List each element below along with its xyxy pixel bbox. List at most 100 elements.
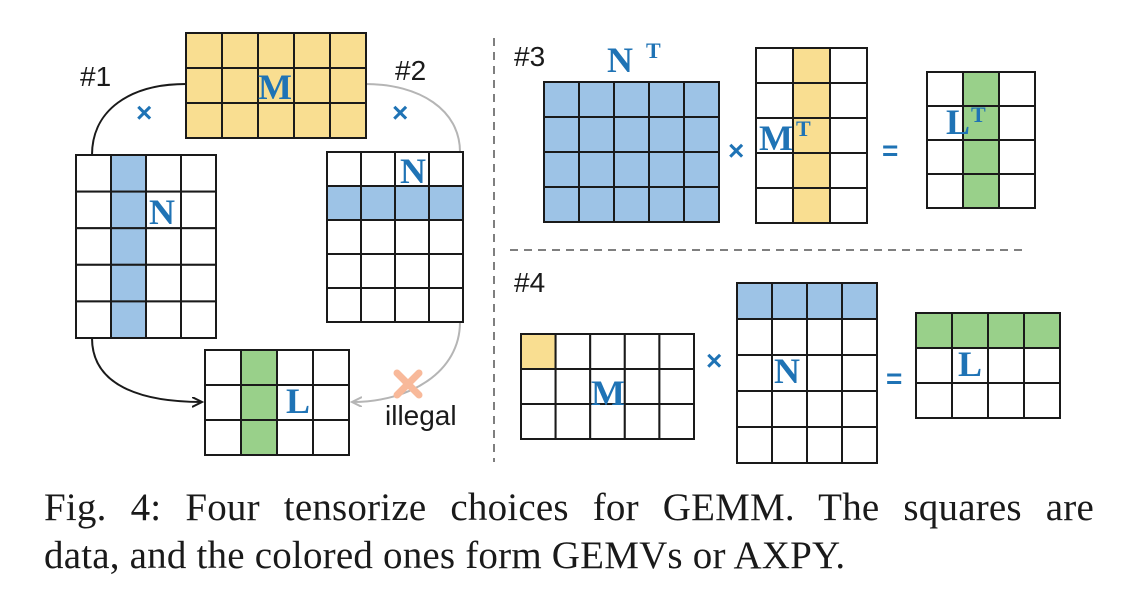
- grid-cell: [221, 32, 259, 69]
- grid-cell: [360, 151, 396, 187]
- grid-cell: [962, 173, 1000, 209]
- illegal-cross-icon: [393, 369, 423, 399]
- grid-cell: [326, 219, 362, 255]
- grid-cell: [520, 368, 557, 405]
- grid-cell: [326, 151, 362, 187]
- matrix-m-panel1: [185, 32, 367, 139]
- grid-cell: [185, 67, 223, 104]
- grid-cell: [293, 32, 331, 69]
- grid-cell: [951, 347, 989, 384]
- grid-cell: [276, 419, 314, 456]
- illegal-label: illegal: [385, 400, 457, 431]
- grid-cell: [204, 384, 242, 421]
- grid-cell: [326, 185, 362, 221]
- grid-cell: [683, 116, 720, 153]
- grid-cell: [829, 117, 868, 154]
- caption-line-1: Fig. 4: Four tensorize choices for GEMM.…: [44, 486, 1094, 529]
- grid-cell: [841, 318, 878, 356]
- grid-cell: [623, 333, 661, 370]
- grid-cell: [110, 154, 147, 193]
- grid-cell: [221, 67, 259, 104]
- grid-cell: [658, 403, 696, 440]
- grid-cell: [360, 185, 396, 221]
- grid-cell: [554, 368, 592, 405]
- grid-cell: [428, 287, 464, 323]
- grid-cell: [312, 349, 350, 386]
- times-sign-4: ×: [706, 345, 722, 376]
- grid-cell: [771, 426, 808, 464]
- grid-cell: [771, 318, 808, 356]
- grid-cell: [543, 151, 580, 188]
- equals-sign-4: =: [886, 363, 902, 394]
- matrix-n-panel4: [736, 282, 878, 464]
- grid-cell: [998, 105, 1036, 141]
- panel-1-2: #1 #2 × × illegal: [80, 55, 461, 431]
- grid-cell: [145, 190, 182, 230]
- grid-cell: [257, 67, 295, 104]
- grid-cell: [428, 151, 464, 187]
- label-n-panel4: N: [774, 351, 800, 391]
- grid-cell: [428, 219, 464, 255]
- grid-cell: [257, 102, 295, 139]
- grid-cell: [829, 187, 868, 224]
- grid-cell: [987, 382, 1025, 419]
- grid-cell: [394, 219, 430, 255]
- grid-cell: [578, 151, 615, 188]
- grid-cell: [578, 81, 615, 118]
- grid-cell: [683, 186, 720, 223]
- grid-cell: [257, 32, 295, 69]
- grid-cell: [1023, 382, 1061, 419]
- grid-cell: [543, 116, 580, 153]
- grid-cell: [578, 186, 615, 223]
- grid-cell: [962, 139, 1000, 175]
- grid-cell: [554, 333, 592, 370]
- grid-cell: [792, 187, 831, 224]
- grid-cell: [520, 333, 557, 370]
- label-n-panel1-right: N: [400, 151, 426, 191]
- grid-cell: [987, 347, 1025, 384]
- label-nt: N: [607, 40, 633, 80]
- grid-cell: [180, 263, 217, 303]
- path-2-arc: [364, 83, 461, 153]
- grid-cell: [792, 117, 831, 154]
- grid-cell: [589, 368, 626, 405]
- label-lt-sup: T: [971, 102, 986, 127]
- grid-cell: [841, 282, 878, 320]
- label-n-panel1-left: N: [149, 192, 175, 232]
- grid-cell: [360, 287, 396, 323]
- grid-cell: [329, 102, 367, 139]
- grid-cell: [520, 403, 557, 440]
- grid-cell: [683, 81, 720, 118]
- grid-cell: [75, 190, 112, 230]
- grid-cell: [951, 312, 989, 349]
- grid-cell: [240, 419, 278, 456]
- grid-cell: [755, 47, 794, 84]
- grid-cell: [394, 185, 430, 221]
- grid-cell: [736, 354, 773, 392]
- grid-cell: [648, 81, 685, 118]
- tag-1: #1: [80, 61, 111, 92]
- label-m-panel1: M: [258, 67, 292, 107]
- grid-cell: [926, 71, 964, 107]
- grid-cell: [755, 82, 794, 119]
- grid-cell: [293, 102, 331, 139]
- grid-cell: [792, 82, 831, 119]
- grid-cell: [736, 426, 773, 464]
- matrix-n-panel1-right: [326, 151, 464, 323]
- grid-cell: [613, 151, 650, 188]
- grid-cell: [293, 67, 331, 104]
- grid-cell: [915, 347, 953, 384]
- grid-cell: [204, 349, 242, 386]
- grid-cell: [915, 312, 953, 349]
- grid-cell: [110, 263, 147, 303]
- grid-cell: [613, 116, 650, 153]
- grid-cell: [829, 152, 868, 189]
- times-sign-1: ×: [136, 97, 152, 128]
- grid-cell: [926, 139, 964, 175]
- tag-4: #4: [514, 267, 545, 298]
- label-nt-sup: T: [646, 38, 661, 63]
- grid-cell: [613, 81, 650, 118]
- grid-cell: [578, 116, 615, 153]
- grid-cell: [736, 390, 773, 428]
